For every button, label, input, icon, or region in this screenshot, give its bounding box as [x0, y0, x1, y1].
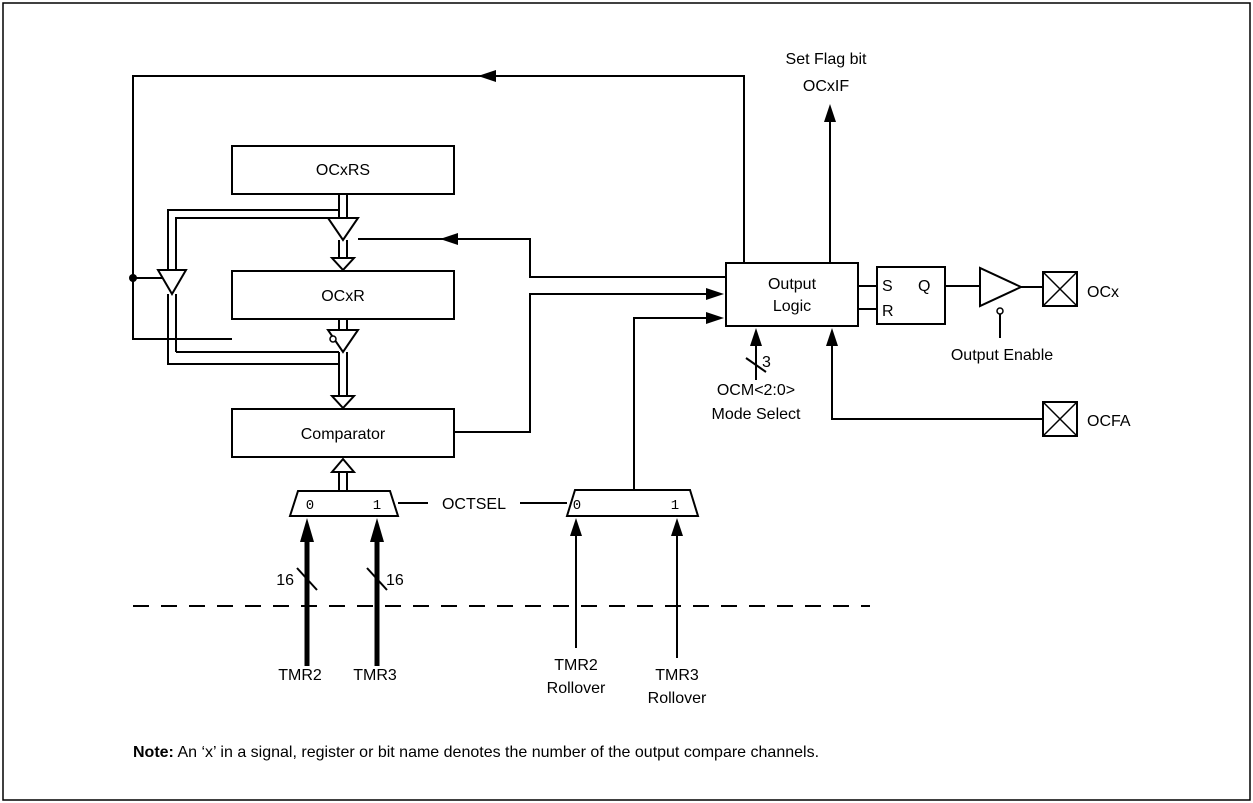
bus-width-right: 16: [386, 572, 404, 589]
set-flag-label-1: Set Flag bit: [786, 51, 867, 68]
flipflop-s-label: S: [882, 278, 893, 295]
comparator-label: Comparator: [301, 426, 386, 443]
tmr3-label: TMR3: [353, 667, 397, 684]
output-enable-label: Output Enable: [951, 347, 1053, 364]
mux-left-input-0: 0: [306, 498, 314, 514]
ocxr-to-comparator-bus: [326, 319, 360, 410]
feedback-line: [129, 70, 745, 340]
ocx-label: OCx: [1087, 284, 1119, 301]
tmr2-rollover-line: [570, 518, 582, 648]
tmr3-rollover-label-2: Rollover: [648, 690, 707, 707]
comparator-to-logic-line: [454, 288, 724, 433]
output-logic-label-2: Logic: [773, 298, 811, 315]
ocm-label-1: OCM<2:0>: [717, 382, 795, 399]
timer-mux-to-logic-line: [633, 312, 724, 490]
ocm-label-2: Mode Select: [712, 406, 801, 423]
junction-dot: [129, 274, 137, 282]
timer-rollover-mux: [565, 489, 700, 517]
comparator-block: [231, 408, 455, 458]
tmr2-rollover-label-2: Rollover: [547, 680, 606, 697]
logic-to-buffer-line: [358, 233, 725, 278]
ocxrs-register: [231, 145, 455, 195]
tmr3-rollover-line: [671, 518, 683, 658]
ocm-bus-width: 3: [762, 354, 771, 371]
ocxr-label: OCxR: [321, 288, 365, 305]
mux-right-input-0: 0: [573, 498, 581, 514]
flipflop-q-label: Q: [918, 278, 930, 295]
octsel-label: OCTSEL: [442, 496, 506, 513]
ocx-pin: [1042, 271, 1078, 307]
bus-width-left: 16: [276, 572, 294, 589]
set-flag-arrow: [824, 104, 836, 263]
sr-flipflop: [876, 266, 946, 325]
flipflop-r-label: R: [882, 303, 894, 320]
figure-note: Note: An ‘x’ in a signal, register or bi…: [133, 744, 819, 762]
ocfa-label: OCFA: [1087, 413, 1131, 430]
load-path-buffer: [156, 209, 339, 365]
note-text: An ‘x’ in a signal, register or bit name…: [173, 744, 820, 761]
ocxrs-to-ocxr-bus: [326, 194, 360, 272]
ocfa-to-logic-line: [826, 328, 1043, 420]
tmr2-rollover-label-1: TMR2: [554, 657, 598, 674]
output-buffer: [979, 266, 1024, 308]
mux-right-input-1: 1: [671, 498, 679, 514]
ocm-bus-arrow: [745, 328, 767, 380]
output-logic-block: [725, 262, 859, 327]
tmr3-rollover-label-1: TMR3: [655, 667, 699, 684]
tmr3-bus: [366, 518, 388, 666]
note-label: Note:: [133, 744, 174, 761]
ocfa-pin: [1042, 401, 1078, 437]
timer-value-mux: [288, 490, 400, 517]
tmr2-label: TMR2: [278, 667, 322, 684]
output-logic-label-1: Output: [768, 276, 817, 293]
set-flag-label-2: OCxIF: [803, 78, 849, 95]
tmr2-bus: [296, 518, 318, 666]
ocxrs-label: OCxRS: [316, 162, 370, 179]
ocxr-register: [231, 270, 455, 320]
mux-left-input-1: 1: [373, 498, 381, 514]
mux-to-comparator-bus: [329, 457, 357, 491]
